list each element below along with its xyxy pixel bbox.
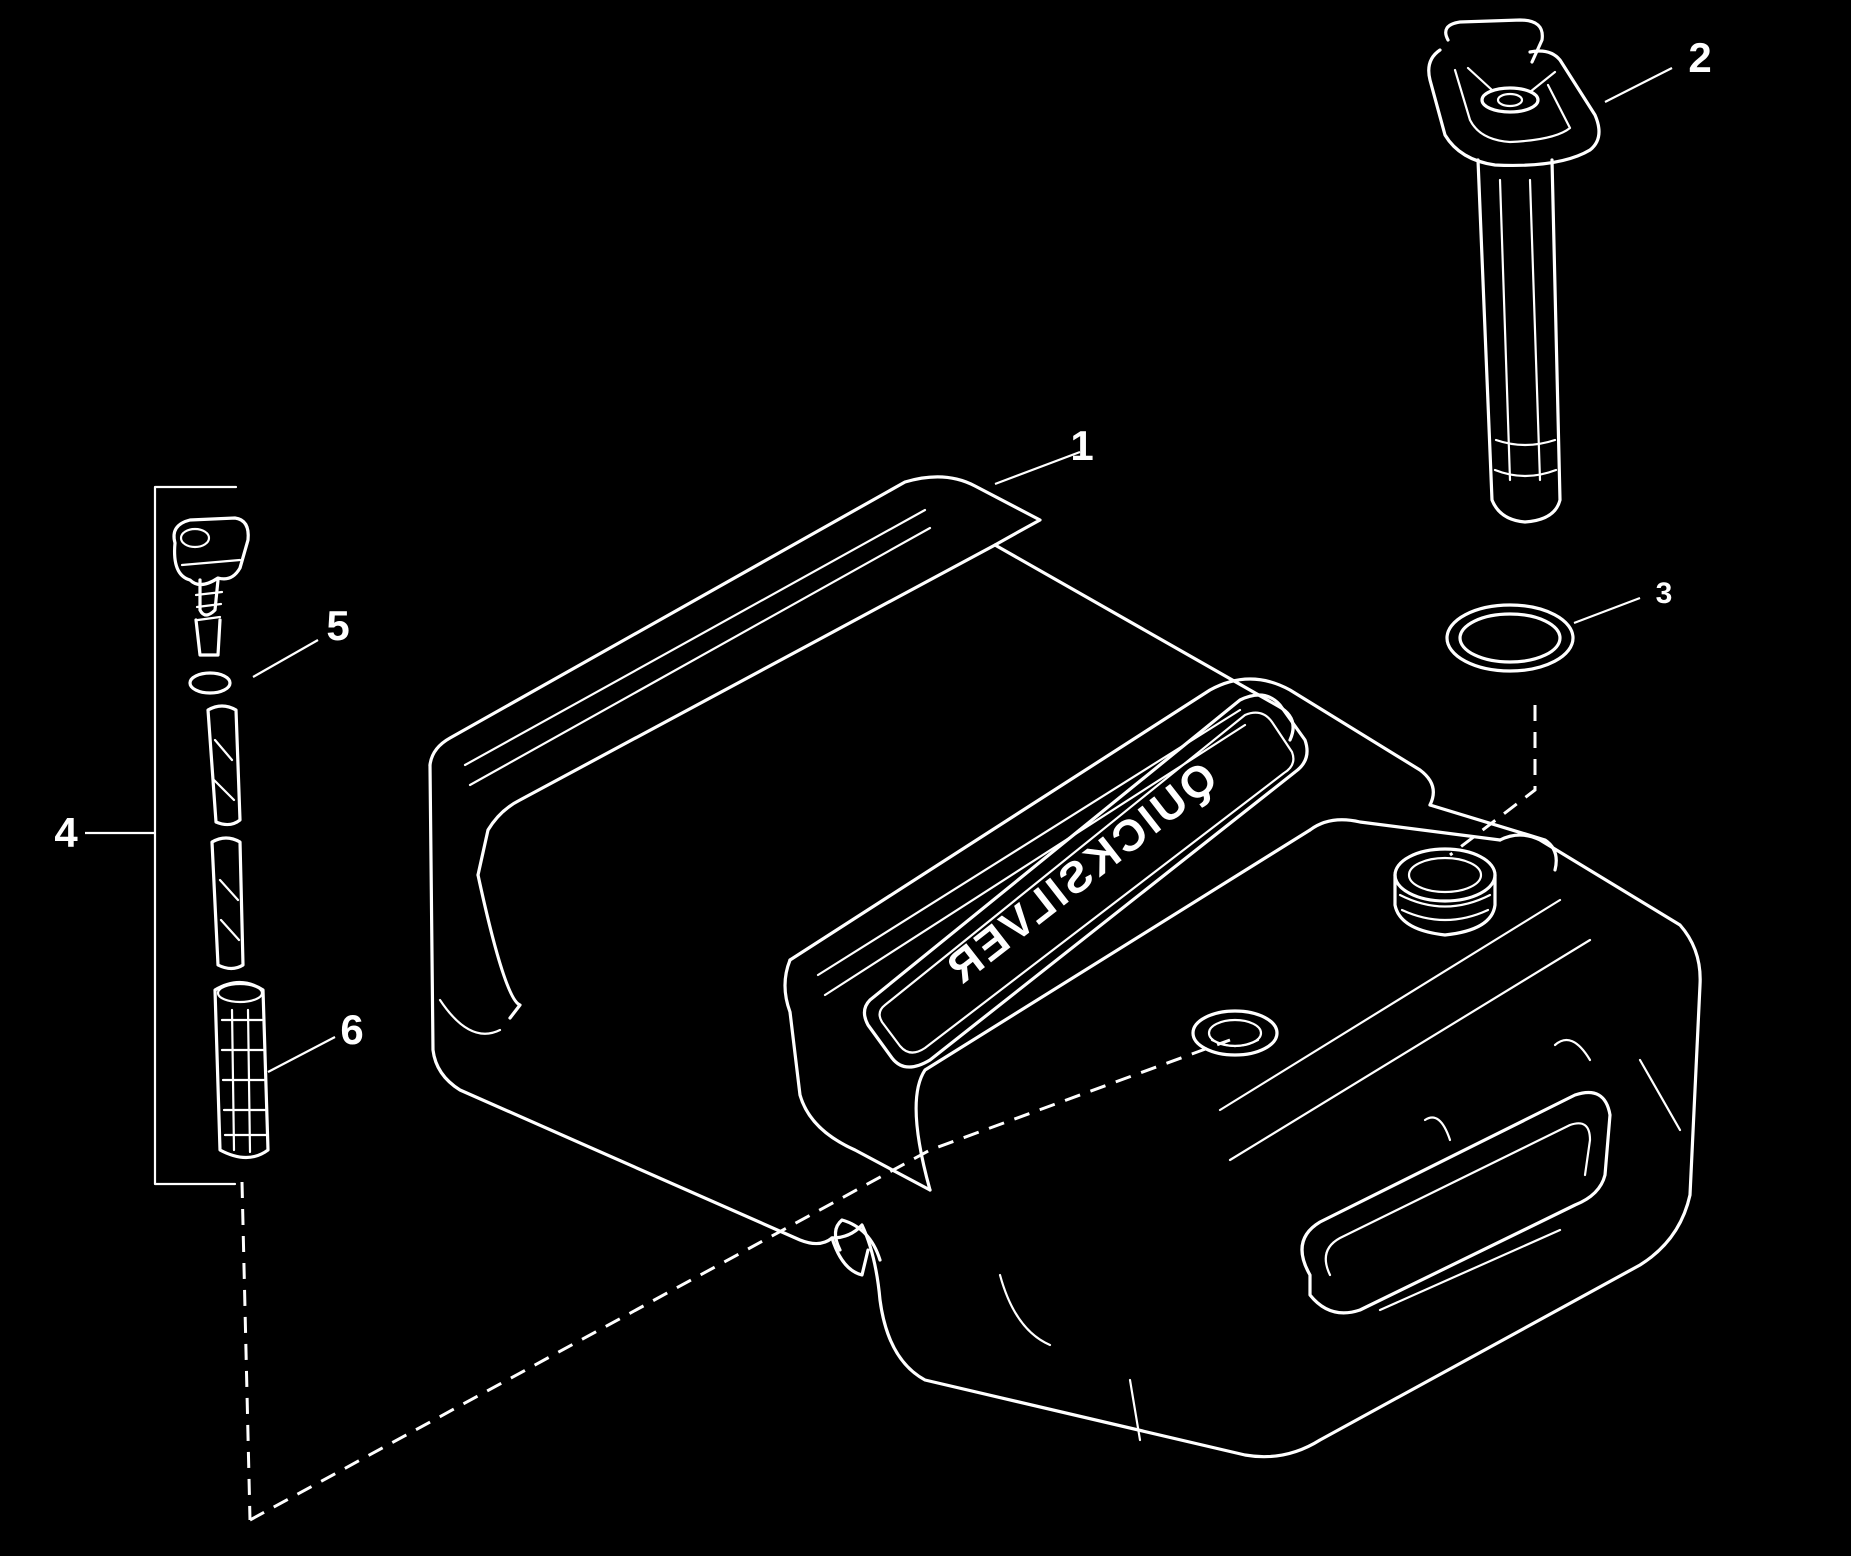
assembly-line-gauge: [1449, 705, 1537, 857]
leader-line-5: [252, 639, 319, 678]
pickup-tube-assembly: [153, 485, 270, 1186]
gasket-ring: [1445, 603, 1575, 673]
fuel-tank: QUICKSILVER: [428, 475, 1702, 1459]
leader-line-6: [267, 1036, 336, 1073]
fuel-gauge-sender: [1427, 18, 1601, 524]
o-ring: [188, 671, 232, 695]
callout-2: 2: [1688, 34, 1711, 81]
filler-neck: [1393, 847, 1497, 937]
callout-5: 5: [326, 602, 349, 649]
assembly-line-to-port: [249, 1038, 1231, 1522]
callout-1: 1: [1070, 422, 1093, 469]
callout-6: 6: [340, 1006, 363, 1053]
callout-3: 3: [1656, 577, 1673, 610]
filter-screen: [213, 980, 270, 1160]
assembly-bracket: [153, 485, 238, 1186]
callout-4: 4: [54, 809, 78, 856]
pickup-port: [1191, 1009, 1279, 1057]
assembly-line-pickup: [240, 1181, 252, 1521]
leader-line-1: [994, 450, 1081, 486]
tank-handle: [1300, 1038, 1612, 1315]
leader-line-3: [1573, 596, 1641, 625]
leader-line-2: [1604, 67, 1673, 103]
